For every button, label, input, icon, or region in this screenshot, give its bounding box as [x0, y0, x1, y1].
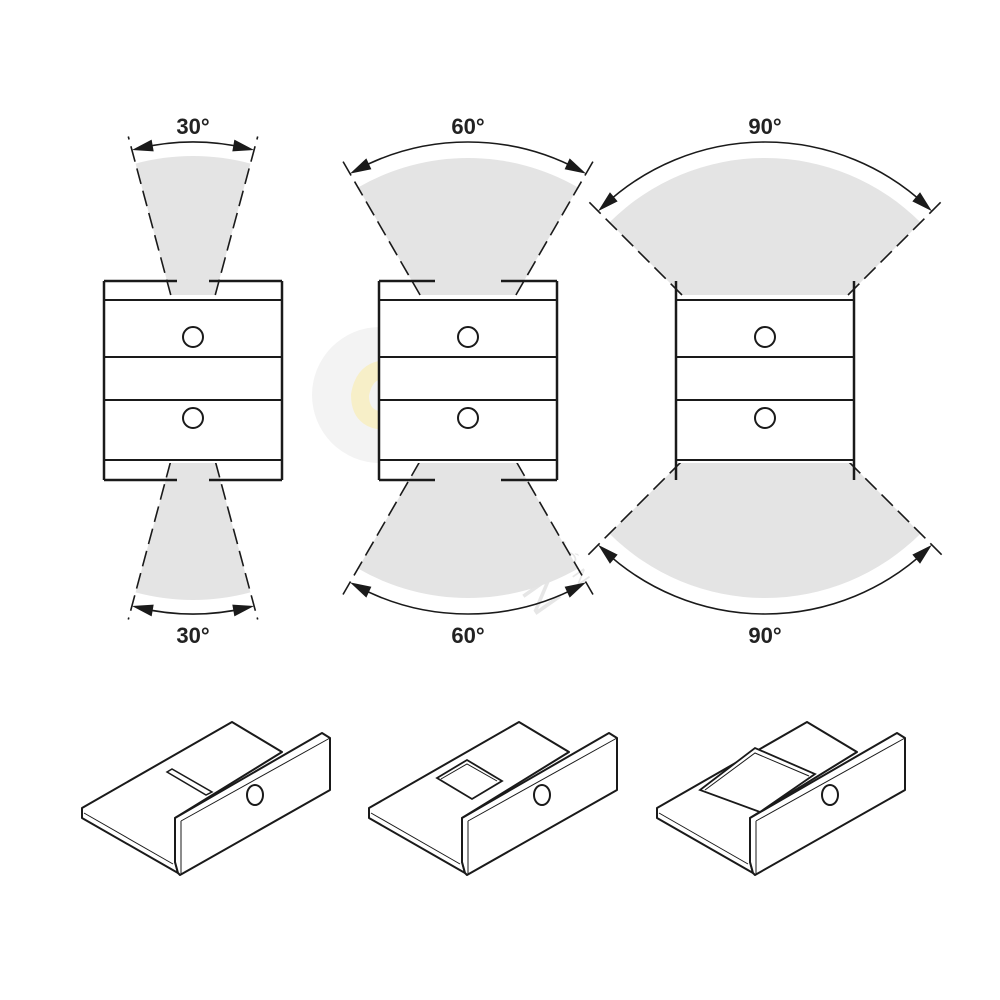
- module-90deg: 90° 90°: [587, 114, 943, 648]
- led-profile-front-view: [674, 281, 856, 480]
- angle-arc: [355, 585, 581, 615]
- led-profile-front-view: [102, 279, 284, 482]
- bracket-slot: [165, 768, 214, 796]
- bracket-screw-hole-icon: [246, 784, 264, 806]
- mounting-bracket-small-square: [368, 721, 618, 876]
- wall-top-edge: [180, 737, 331, 822]
- mounting-hole-icon: [457, 326, 479, 348]
- angle-arc: [138, 141, 248, 150]
- arrowhead-icon: [912, 192, 932, 212]
- beam-edge-dashed-line: [342, 461, 421, 595]
- module-30deg: 30° 30°: [102, 114, 284, 648]
- mounting-bracket-large-rectangle: [656, 721, 906, 876]
- opening-inner-edge: [440, 763, 498, 782]
- mounting-bracket-slot: [81, 721, 331, 876]
- arrowhead-icon: [131, 604, 154, 617]
- beam-edge-dashed-line: [127, 136, 172, 296]
- arrowhead-icon: [232, 604, 255, 617]
- beam-sector: [135, 156, 251, 295]
- beam-edge-dashed-line: [214, 461, 259, 620]
- angle-arc: [355, 141, 581, 171]
- bracket-opening: [435, 758, 504, 801]
- angle-label-top: 60°: [451, 114, 484, 139]
- base-edge-line: [83, 812, 174, 865]
- arrowhead-icon: [350, 158, 372, 174]
- wall-top-edge: [467, 737, 618, 822]
- module-60deg: 60° 60°: [342, 114, 594, 648]
- mounting-hole-icon: [754, 407, 776, 429]
- arrowhead-icon: [912, 544, 932, 564]
- beam-edge-dashed-line: [127, 461, 172, 620]
- angle-label-bottom: 60°: [451, 623, 484, 648]
- angle-arc: [138, 606, 248, 615]
- mounting-hole-icon: [182, 407, 204, 429]
- base-edge-line: [658, 812, 749, 865]
- bracket-opening: [698, 746, 817, 814]
- angle-arc: [602, 141, 928, 207]
- beam-sector: [358, 158, 578, 295]
- arrowhead-icon: [598, 544, 618, 564]
- base-edge-line: [370, 812, 461, 865]
- beam-edge-dashed-line: [342, 161, 421, 296]
- arrowhead-icon: [131, 139, 154, 152]
- arrowhead-icon: [564, 158, 586, 174]
- angle-arc: [602, 549, 928, 615]
- mounting-hole-icon: [754, 326, 776, 348]
- arrowhead-icon: [350, 582, 372, 598]
- bracket-screw-hole-icon: [533, 784, 551, 806]
- arrowhead-icon: [232, 139, 255, 152]
- bracket-screw-hole-icon: [821, 784, 839, 806]
- beam-sector: [358, 462, 578, 598]
- angle-label-bottom: 90°: [748, 623, 781, 648]
- beam-edge-dashed-line: [515, 461, 594, 595]
- mounting-hole-icon: [457, 407, 479, 429]
- beam-sector: [609, 462, 921, 598]
- wall-top-edge: [755, 737, 906, 822]
- angle-label-top: 90°: [748, 114, 781, 139]
- beam-edge-dashed-line: [515, 161, 594, 296]
- beam-sector: [609, 158, 921, 295]
- beam-edge-dashed-line: [214, 136, 259, 296]
- led-profile-front-view: [377, 279, 559, 482]
- arrowhead-icon: [598, 192, 618, 212]
- opening-inner-edge: [704, 752, 810, 791]
- beam-sector: [135, 462, 251, 600]
- angle-label-top: 30°: [176, 114, 209, 139]
- mounting-hole-icon: [182, 326, 204, 348]
- angle-label-bottom: 30°: [176, 623, 209, 648]
- arrowhead-icon: [564, 582, 586, 598]
